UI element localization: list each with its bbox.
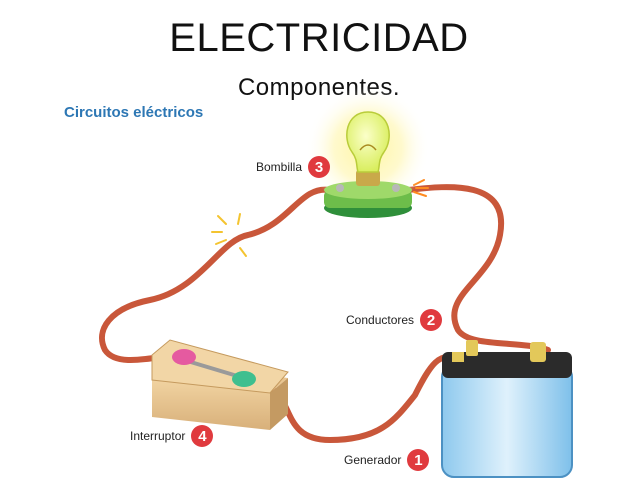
switch-icon: [151, 339, 289, 430]
section-title: Circuitos eléctricos: [64, 104, 204, 121]
callout-switch: Interruptor 4: [130, 425, 214, 447]
bulb-icon: [306, 86, 430, 218]
callout-bulb: Bombilla 3: [256, 156, 331, 178]
callout-label: Interruptor: [130, 429, 186, 443]
wire-bulb-to-switch: [99, 186, 333, 363]
callout-label: Bombilla: [256, 160, 303, 174]
spark-icon: [211, 213, 247, 257]
callout-number-badge: 2: [420, 309, 443, 331]
battery-icon: [441, 340, 573, 478]
conductor-wires: [99, 184, 551, 443]
callout-number-badge: 1: [407, 449, 430, 471]
wire-bulb-to-battery: [405, 184, 551, 353]
callout-number-badge: 4: [191, 425, 214, 447]
callout-wires: Conductores 2: [346, 309, 443, 331]
callout-number-badge: 3: [308, 156, 331, 178]
callout-label: Generador: [344, 453, 402, 467]
callout-label: Conductores: [346, 313, 415, 327]
wire-switch-to-battery: [262, 353, 461, 443]
page-title: ELECTRICIDAD: [169, 16, 469, 60]
callout-generator: Generador 1: [344, 449, 430, 471]
